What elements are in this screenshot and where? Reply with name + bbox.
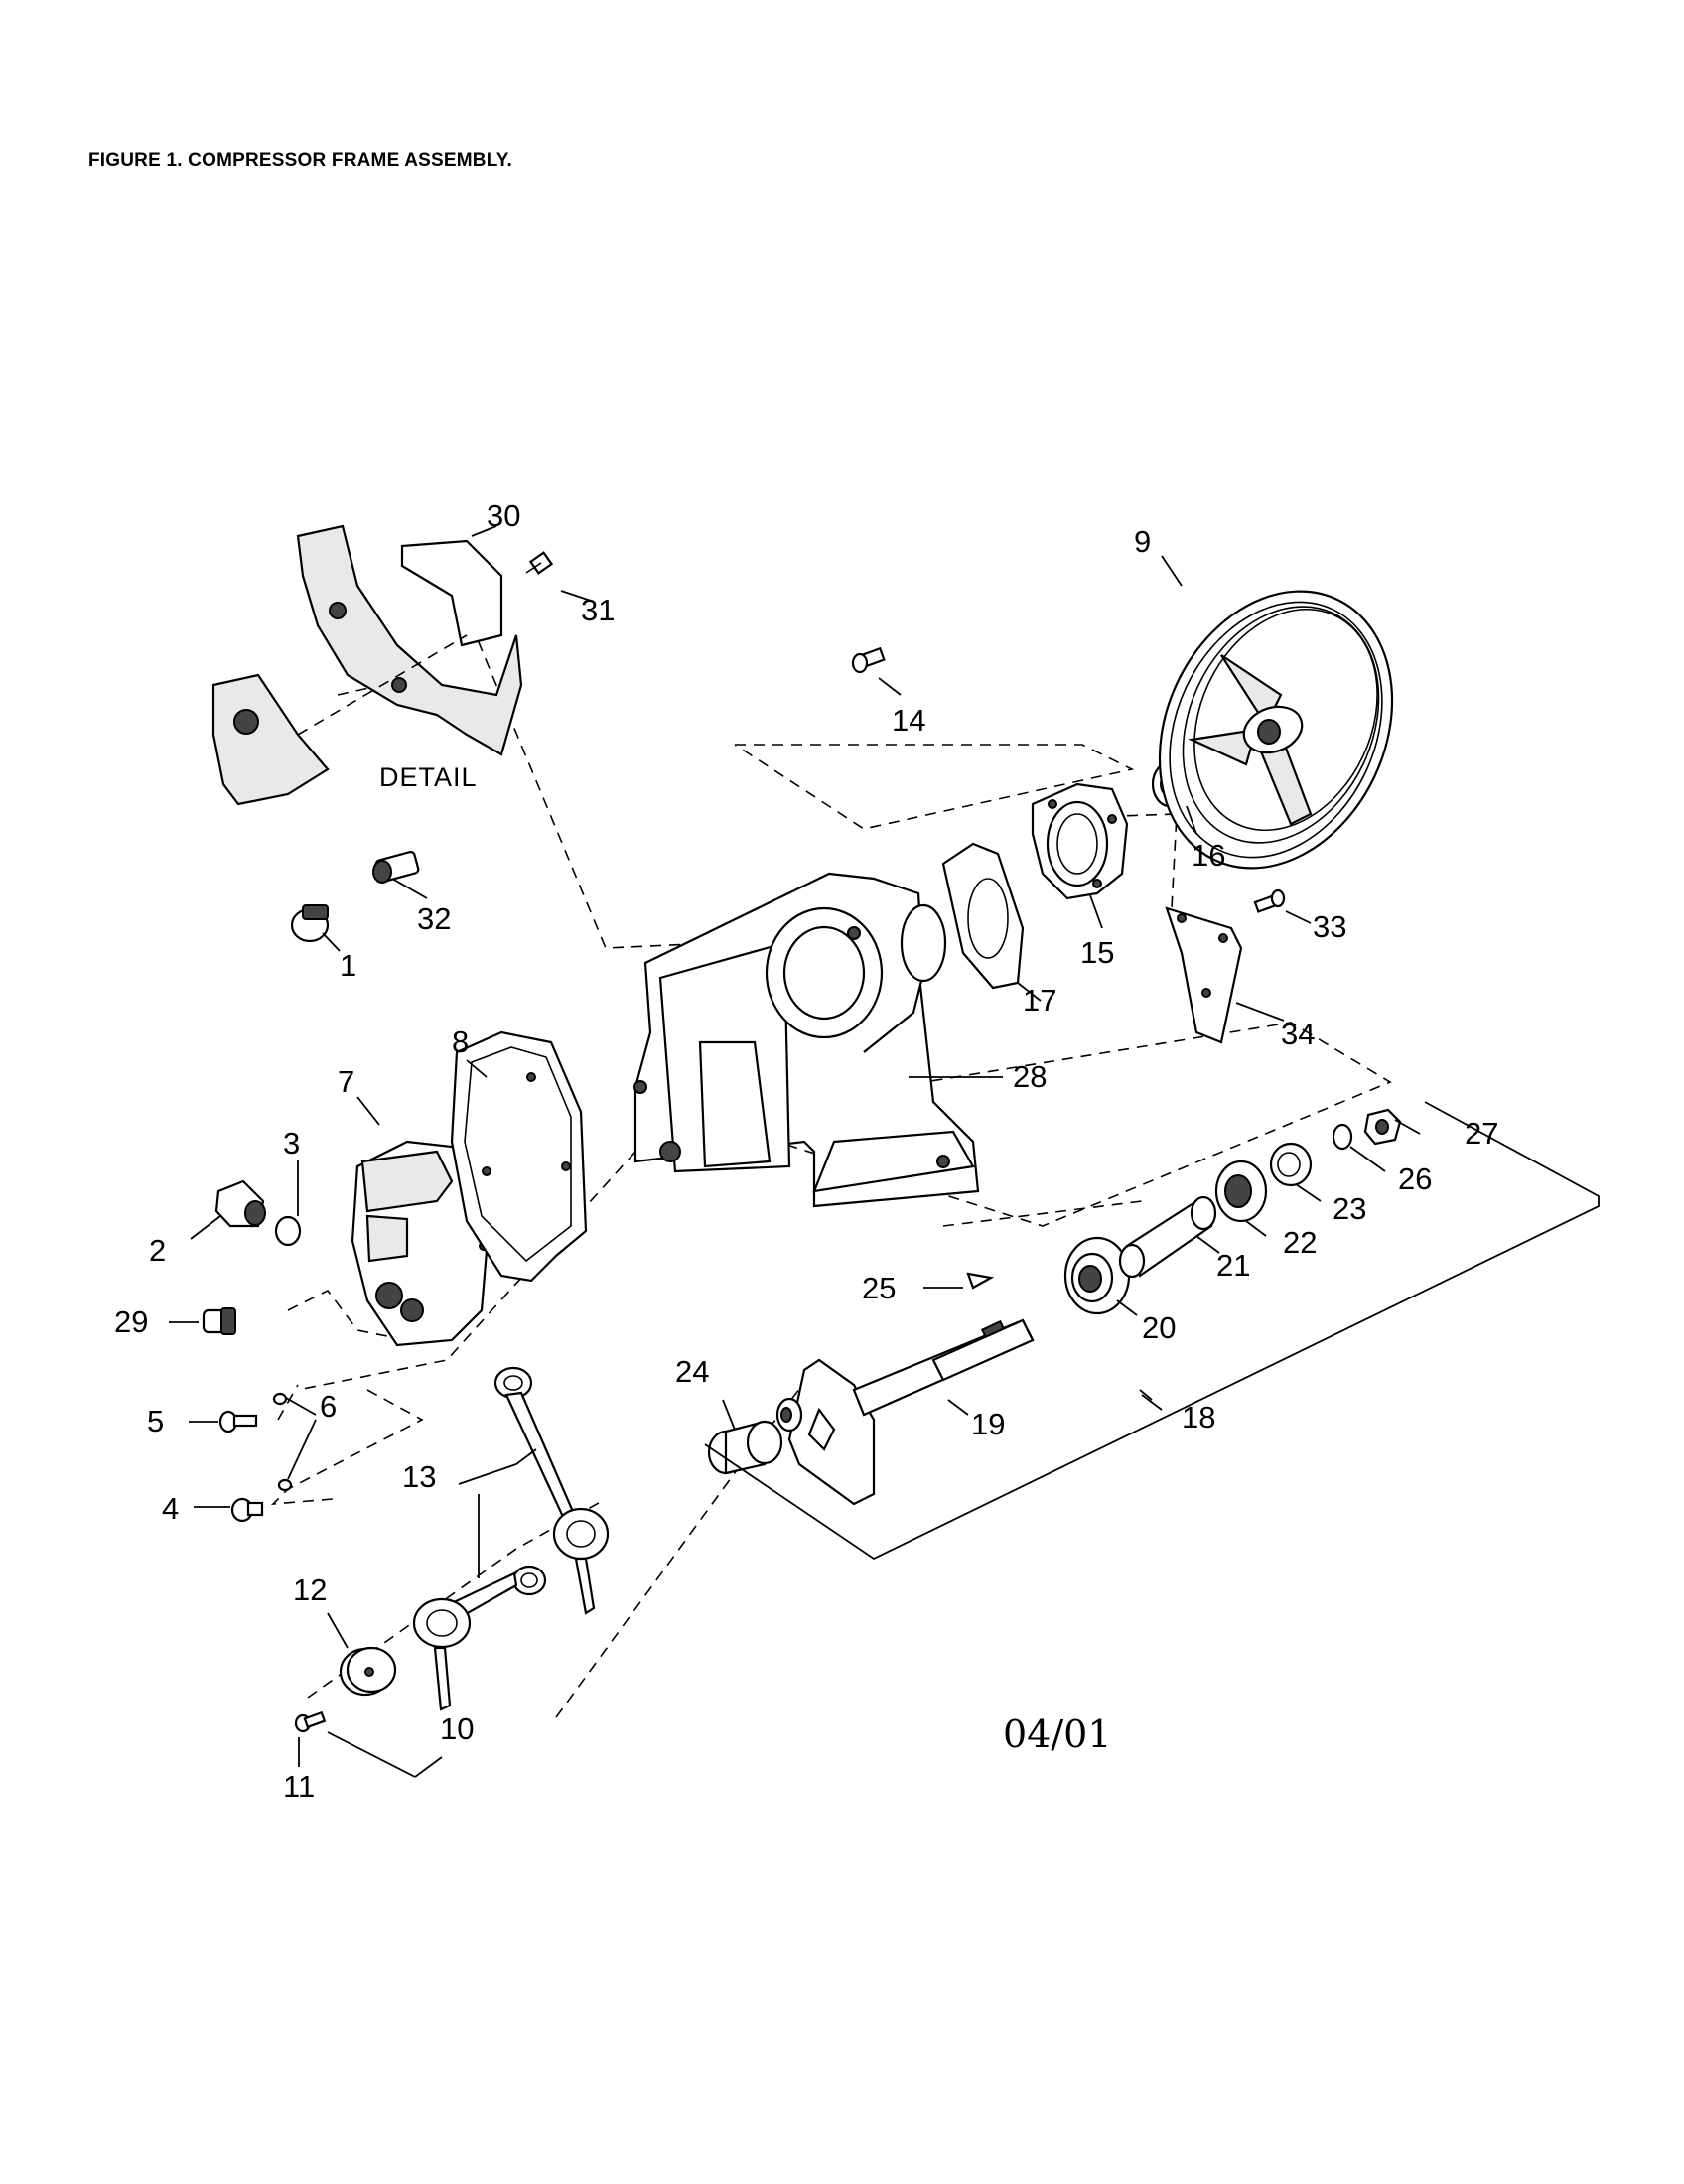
gasket-8 [450, 1030, 588, 1283]
callout-1: 1 [340, 948, 356, 983]
callout-27: 27 [1465, 1116, 1498, 1151]
callout-28: 28 [1013, 1059, 1047, 1094]
callout-23: 23 [1333, 1191, 1366, 1226]
bracket-34 [1165, 906, 1243, 1044]
callout-12: 12 [293, 1572, 327, 1607]
key-25 [966, 1272, 995, 1290]
spacer-21 [1118, 1195, 1217, 1279]
sleeve-24 [707, 1420, 783, 1475]
callout-32: 32 [417, 901, 451, 936]
screw-33 [1253, 888, 1286, 913]
callout-6: 6 [320, 1389, 337, 1424]
crankcase-28 [633, 872, 980, 1208]
gasket-17 [941, 842, 1025, 990]
dipstick-2 [214, 1179, 266, 1228]
revision-date: 04/01 [1003, 1712, 1112, 1756]
o-ring-3 [274, 1215, 302, 1247]
callout-15: 15 [1080, 935, 1114, 970]
plug-29 [202, 1307, 236, 1335]
detail-label: DETAIL [379, 762, 478, 792]
bearing-20 [1063, 1236, 1131, 1315]
callout-8: 8 [452, 1024, 469, 1059]
screw-11 [294, 1710, 327, 1733]
callout-31: 31 [581, 593, 615, 627]
callout-21: 21 [1216, 1248, 1250, 1283]
cap-12 [339, 1646, 397, 1697]
callout-24: 24 [675, 1354, 709, 1389]
bolt-14 [851, 646, 886, 674]
leader-lines [169, 525, 1600, 1778]
callout-9: 9 [1134, 524, 1151, 559]
breather-32 [372, 850, 420, 884]
screw-4 [230, 1497, 264, 1523]
plug-1 [290, 904, 330, 943]
connecting-rod-13b [412, 1565, 547, 1711]
callout-22: 22 [1283, 1225, 1317, 1260]
callout-29: 29 [114, 1304, 148, 1339]
callout-7: 7 [338, 1064, 354, 1099]
screw-5 [218, 1410, 258, 1433]
callout-14: 14 [892, 703, 925, 738]
cover-7 [351, 1140, 489, 1347]
crankshaft-19 [775, 1318, 1035, 1506]
callout-19: 19 [971, 1407, 1005, 1441]
callout-33: 33 [1313, 909, 1346, 944]
bearing-22 [1214, 1160, 1268, 1223]
callout-13: 13 [402, 1459, 436, 1494]
callout-30: 30 [487, 498, 520, 533]
callout-25: 25 [862, 1271, 896, 1305]
callout-10: 10 [440, 1711, 474, 1746]
callout-4: 4 [162, 1491, 179, 1526]
flywheel-9 [1158, 590, 1394, 870]
figure-title: FIGURE 1. COMPRESSOR FRAME ASSEMBLY. [88, 150, 513, 171]
nut-27 [1363, 1108, 1402, 1146]
callout-34: 34 [1281, 1017, 1315, 1051]
callout-5: 5 [147, 1404, 164, 1438]
callout-2: 2 [149, 1233, 166, 1268]
screw-31 [525, 551, 554, 575]
washer-6b [277, 1478, 293, 1492]
callout-20: 20 [1142, 1310, 1176, 1345]
callout-11: 11 [283, 1769, 315, 1804]
connecting-rod-13a [493, 1366, 610, 1615]
bearing-carrier-15 [1031, 782, 1129, 900]
callout-17: 17 [1023, 983, 1056, 1018]
washer-6a [272, 1392, 288, 1406]
callout-18: 18 [1182, 1400, 1215, 1434]
callout-3: 3 [283, 1126, 300, 1160]
callout-16: 16 [1192, 838, 1225, 873]
washer-26 [1332, 1123, 1353, 1151]
callout-26: 26 [1398, 1161, 1432, 1196]
detail-crankcase-section [211, 524, 523, 806]
spacer-23 [1269, 1142, 1313, 1187]
callout-labels: 30 31 DETAIL 9 14 16 15 17 33 34 28 1 32… [114, 498, 1498, 1804]
